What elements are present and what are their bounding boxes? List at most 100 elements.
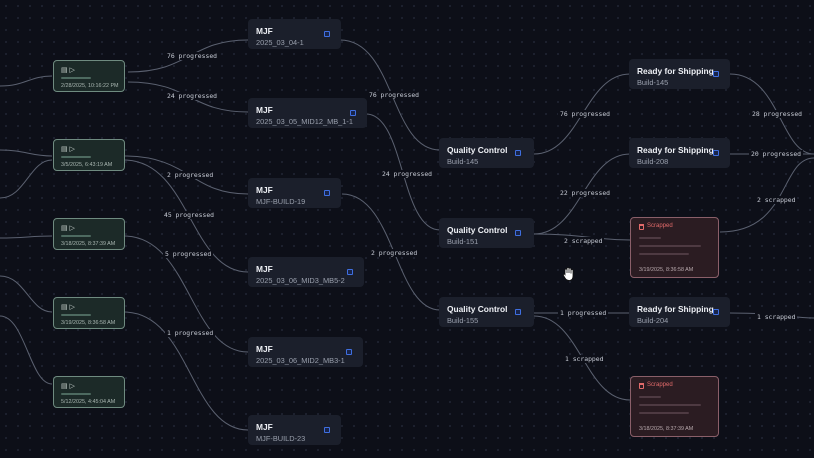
blurred-text	[61, 393, 91, 395]
link-icon[interactable]	[324, 427, 330, 433]
event-node[interactable]: ▤ ▷ 3/19/2025, 8:36:58 AM	[53, 297, 125, 329]
node-subtitle: Build-208	[637, 157, 669, 166]
blurred-text	[639, 404, 701, 406]
link-icon[interactable]	[713, 150, 719, 156]
node-subtitle: Build-145	[447, 157, 479, 166]
link-icon[interactable]	[713, 71, 719, 77]
event-node[interactable]: ▤ ▷ 3/18/2025, 8:37:39 AM	[53, 218, 125, 250]
build-node[interactable]: MJF 2025_03_06_MID2_MB3-1	[248, 337, 363, 367]
edge	[0, 149, 53, 157]
event-timestamp: 3/19/2025, 8:36:58 AM	[61, 320, 116, 326]
scrapped-timestamp: 3/19/2025, 8:36:58 AM	[639, 267, 694, 273]
trash-icon	[639, 224, 644, 230]
edge	[719, 157, 814, 233]
node-subtitle: MJF-BUILD-23	[256, 434, 306, 443]
calendar-play-icons: ▤ ▷	[61, 225, 75, 232]
shipping-node[interactable]: Ready for Shipping Build-208	[629, 138, 730, 168]
edge-label: 45 progressed	[162, 211, 217, 219]
build-node[interactable]: MJF 2025_03_06_MID3_MB5-2	[248, 257, 364, 287]
edge-label: 1 scrapped	[563, 355, 606, 363]
node-title: MJF	[256, 185, 273, 195]
build-node[interactable]: MJF 2025_03_04-1	[248, 19, 341, 49]
link-icon[interactable]	[515, 150, 521, 156]
event-timestamp: 3/5/2025, 6:43:19 AM	[61, 162, 113, 168]
link-icon[interactable]	[713, 309, 719, 315]
node-title: MJF	[256, 344, 273, 354]
node-title: Ready for Shipping	[637, 304, 714, 314]
edge-label: 2 progressed	[165, 171, 216, 179]
edge-label: 76 progressed	[367, 91, 422, 99]
build-node[interactable]: MJF 2025_03_05_MID12_MB_1-1	[248, 98, 367, 128]
link-icon[interactable]	[346, 349, 352, 355]
event-node[interactable]: ▤ ▷ 5/12/2025, 4:45:04 AM	[53, 376, 125, 408]
hand-cursor-icon	[562, 267, 574, 281]
edge-label: 28 progressed	[750, 110, 805, 118]
link-icon[interactable]	[350, 110, 356, 116]
edge	[0, 159, 53, 199]
edge-label: 5 progressed	[163, 250, 214, 258]
node-subtitle: 2025_03_05_MID12_MB_1-1	[256, 117, 353, 126]
node-title: Ready for Shipping	[637, 145, 714, 155]
link-icon[interactable]	[324, 190, 330, 196]
edge-label: 1 progressed	[165, 329, 216, 337]
edge-label: 2 progressed	[369, 249, 420, 257]
edge-label: 1 scrapped	[755, 313, 798, 321]
scrapped-node[interactable]: Scrapped 3/19/2025, 8:36:58 AM	[630, 217, 719, 278]
event-timestamp: 3/18/2025, 8:37:39 AM	[61, 241, 116, 247]
qc-node[interactable]: Quality Control Build-145	[439, 138, 534, 168]
blurred-text	[639, 237, 661, 239]
edge-label: 76 progressed	[558, 110, 613, 118]
build-node[interactable]: MJF MJF-BUILD-23	[248, 415, 341, 445]
node-title: MJF	[256, 264, 273, 274]
node-title: MJF	[256, 422, 273, 432]
blurred-text	[61, 77, 91, 79]
node-subtitle: Build-151	[447, 237, 479, 246]
blurred-text	[639, 245, 701, 247]
link-icon[interactable]	[515, 230, 521, 236]
node-title: MJF	[256, 105, 273, 115]
shipping-node[interactable]: Ready for Shipping Build-145	[629, 59, 730, 89]
edge-label: 22 progressed	[558, 189, 613, 197]
scrapped-label: Scrapped	[647, 223, 673, 229]
calendar-play-icons: ▤ ▷	[61, 304, 75, 311]
edge-label: 76 progressed	[165, 52, 220, 60]
link-icon[interactable]	[347, 269, 353, 275]
blurred-text	[639, 412, 689, 414]
node-title: Quality Control	[447, 225, 508, 235]
link-icon[interactable]	[324, 31, 330, 37]
shipping-node[interactable]: Ready for Shipping Build-204	[629, 297, 730, 327]
scrapped-label: Scrapped	[647, 382, 673, 388]
calendar-play-icons: ▤ ▷	[61, 146, 75, 153]
edge-label: 20 progressed	[749, 150, 804, 158]
qc-node[interactable]: Quality Control Build-155	[439, 297, 534, 327]
edge	[0, 235, 53, 239]
edge-label: 24 progressed	[165, 92, 220, 100]
qc-node[interactable]: Quality Control Build-151	[439, 218, 534, 248]
edge-label: 24 progressed	[380, 170, 435, 178]
scrapped-timestamp: 3/18/2025, 8:37:39 AM	[639, 426, 694, 432]
blurred-text	[61, 314, 91, 316]
edge	[0, 275, 53, 313]
node-subtitle: 2025_03_04-1	[256, 38, 304, 47]
trash-icon	[639, 383, 644, 389]
node-subtitle: MJF-BUILD-19	[256, 197, 306, 206]
event-node[interactable]: ▤ ▷ 2/28/2025, 10:16:22 PM	[53, 60, 125, 92]
blurred-text	[61, 235, 91, 237]
node-subtitle: Build-204	[637, 316, 669, 325]
edge-label: 2 scrapped	[755, 196, 798, 204]
node-subtitle: Build-155	[447, 316, 479, 325]
calendar-play-icons: ▤ ▷	[61, 67, 75, 74]
node-subtitle: 2025_03_06_MID3_MB5-2	[256, 276, 345, 285]
node-title: MJF	[256, 26, 273, 36]
node-title: Quality Control	[447, 304, 508, 314]
edge	[0, 75, 53, 87]
blurred-text	[61, 156, 91, 158]
event-timestamp: 5/12/2025, 4:45:04 AM	[61, 399, 116, 405]
event-timestamp: 2/28/2025, 10:16:22 PM	[61, 83, 119, 89]
node-title: Ready for Shipping	[637, 66, 714, 76]
node-subtitle: 2025_03_06_MID2_MB3-1	[256, 356, 345, 365]
link-icon[interactable]	[515, 309, 521, 315]
scrapped-node[interactable]: Scrapped 3/18/2025, 8:37:39 AM	[630, 376, 719, 437]
event-node[interactable]: ▤ ▷ 3/5/2025, 6:43:19 AM	[53, 139, 125, 171]
build-node[interactable]: MJF MJF-BUILD-19	[248, 178, 341, 208]
